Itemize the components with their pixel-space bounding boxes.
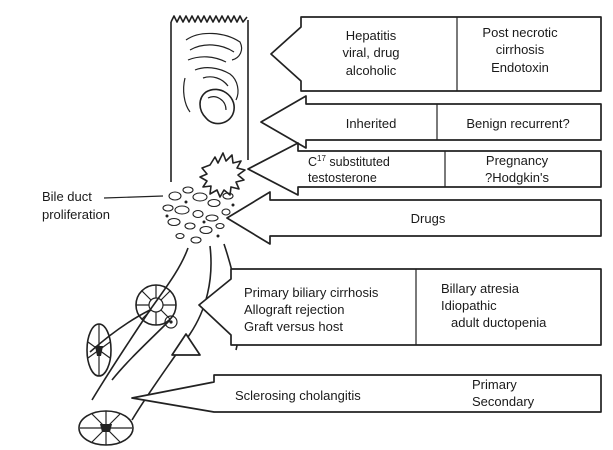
arrow3-left-line2: testosterone — [308, 171, 377, 185]
arrow-hepatitis: Hepatitis viral, drug alcoholic Post nec… — [271, 17, 601, 91]
arrow5-right-line3: adult ductopenia — [451, 315, 547, 330]
arrow6-left-line1: Sclerosing cholangitis — [235, 388, 361, 403]
arrow2-left-line1: Inherited — [346, 116, 397, 131]
arrow5-left-line2: Allograft rejection — [244, 302, 344, 317]
arrow5-left-line3: Graft versus host — [244, 319, 343, 334]
arrow-drugs: Drugs — [227, 192, 601, 244]
bile-duct-pointer — [104, 196, 163, 198]
arrow1-right-line2: cirrhosis — [496, 42, 545, 57]
arrow5-right-line1: Billary atresia — [441, 281, 520, 296]
arrow-inherited: Inherited Benign recurrent? — [261, 96, 601, 148]
arrow5-right-line2: Idiopathic — [441, 298, 497, 313]
duct-proliferation-illustration — [163, 187, 235, 243]
side-label-line2: proliferation — [42, 207, 110, 222]
arrow-c17-testosterone: C17 substituted testosterone Pregnancy ?… — [248, 143, 601, 195]
arrow-primary-biliary-cirrhosis: Primary biliary cirrhosis Allograft reje… — [199, 269, 601, 345]
arrow3-right-line2: ?Hodgkin's — [485, 170, 549, 185]
arrow1-right-line3: Endotoxin — [491, 60, 549, 75]
arrow6-right-line1: Primary — [472, 377, 517, 392]
arrow3-right-line1: Pregnancy — [486, 153, 549, 168]
arrow4-label: Drugs — [411, 211, 446, 226]
arrow1-left-line1: Hepatitis — [346, 28, 397, 43]
canaliculus-illustration — [200, 153, 245, 197]
arrow1-left-line3: alcoholic — [346, 63, 397, 78]
biliary-tree-illustration — [79, 244, 239, 445]
arrow2-right-line1: Benign recurrent? — [466, 116, 569, 131]
arrow1-left-line2: viral, drug — [342, 45, 399, 60]
arrow6-right-line2: Secondary — [472, 394, 535, 409]
side-label-line1: Bile duct — [42, 189, 92, 204]
hepatocyte-illustration — [171, 16, 248, 182]
arrow5-left-line1: Primary biliary cirrhosis — [244, 285, 379, 300]
arrow1-right-line1: Post necrotic — [482, 25, 558, 40]
